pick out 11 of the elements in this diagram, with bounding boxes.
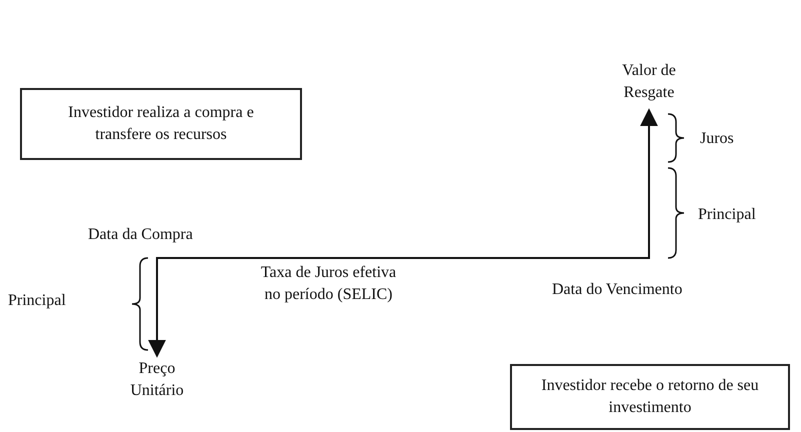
annotation-label: Data do Vencimento (552, 280, 682, 300)
arrow (148, 108, 658, 358)
flow-label: Valor de Resgate (604, 60, 694, 104)
flow-label: Preço Unitário (112, 358, 202, 402)
annotation-label: Data da Compra (88, 225, 193, 245)
note-box: Investidor realiza a compra e transfere os recursos (20, 88, 302, 160)
annotation-label: Juros (700, 129, 734, 149)
annotation-label: Principal (698, 205, 756, 225)
annotation-label: Principal (8, 291, 66, 311)
note-box: Investidor recebe o retorno de seu investimento (510, 364, 790, 430)
edge-label: Taxa de Juros efetiva no período (SELIC) (260, 263, 398, 305)
